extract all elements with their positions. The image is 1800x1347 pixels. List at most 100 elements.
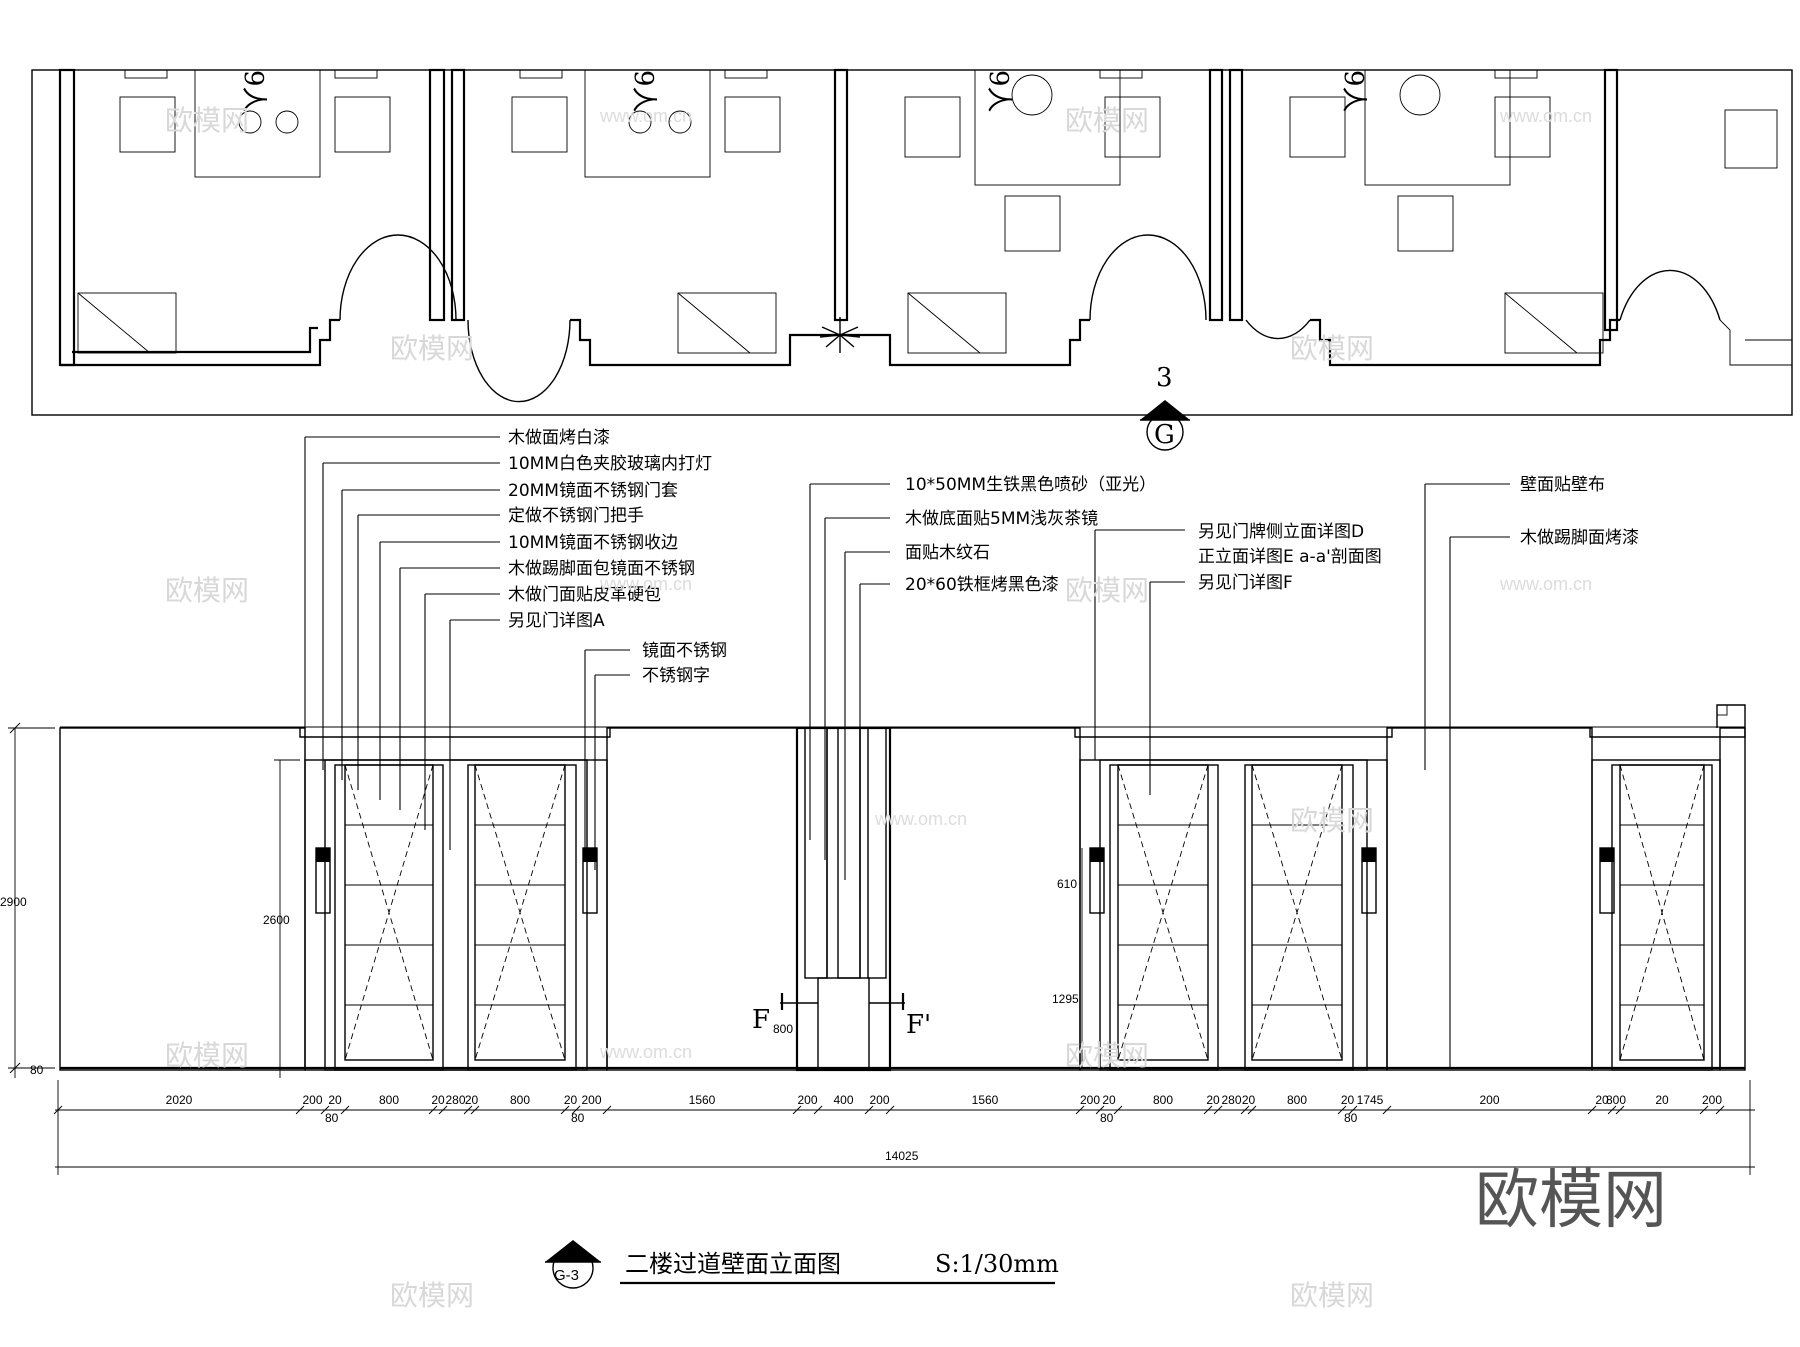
dim-tick [792,1105,802,1115]
dim-tick [428,1105,438,1115]
dim-tick [295,1105,305,1115]
annotations-center: 10*50MM生铁黑色喷砂（亚光） 木做底面贴5MM浅灰茶镜 面贴木纹石 20*… [905,475,1156,595]
annotation: 面贴木纹石 [905,543,990,563]
dim-skirting: 80 [30,1063,44,1077]
annotation: 木做面烤白漆 [508,428,610,448]
watermark-logo: 欧模网 [165,104,249,137]
dim-value: 200 [797,1093,817,1107]
dim-value: 20 [1206,1093,1220,1107]
watermark-url: www.om.cn [599,1042,692,1062]
floor-plan: 9人 9人 9人 9人 3 G [31,68,1793,451]
dim-tick [1715,1105,1725,1115]
watermark-logo: 欧模网 [1065,104,1149,137]
dim-tick [1247,1105,1257,1115]
dim-tick [1240,1105,1250,1115]
annotation: 壁面贴壁布 [1520,475,1605,495]
annotation: 木做踢脚面烤漆 [1520,528,1639,548]
watermark-logo: 欧模网 [1290,1279,1374,1312]
annotation: 另见门牌侧立面详图D [1198,522,1364,542]
dim-value: 20 [564,1093,578,1107]
dim-value: 800 [1153,1093,1173,1107]
watermark-logo: 欧模网 [390,1279,474,1312]
dim-80: 80 [1344,1111,1358,1125]
dim-tick [53,1105,63,1115]
annotations-left: 木做面烤白漆 10MM白色夹胶玻璃内打灯 20MM镜面不锈钢门套 定做不锈钢门把… [508,428,727,686]
title-text: 二楼过道壁面立面图 [625,1250,841,1278]
annotation: 镜面不锈钢 [642,641,727,661]
wall-panel [1719,727,1746,1071]
plan-outline [31,69,1793,416]
dim-tick [1203,1105,1213,1115]
watermark-url: www.om.cn [874,809,967,829]
room-tags: 9人 9人 9人 9人 [238,70,1368,113]
dim-tick [1699,1105,1709,1115]
watermark-logo: 欧模网 [1065,1039,1149,1072]
dim-value: 20 [1341,1093,1355,1107]
door-group-far-right [1591,759,1721,1071]
dim-tick [1382,1105,1392,1115]
annotation: 另见门详图F [1198,573,1293,593]
watermark-logo: 欧模网 [1290,804,1374,837]
dim-tick [1587,1105,1597,1115]
dim-tick [571,1105,581,1115]
section-letter: G [1154,420,1175,450]
watermark-url: www.om.cn [599,106,692,126]
dim-tick [1095,1105,1105,1115]
watermark-url: www.om.cn [599,574,692,594]
dim-tick [320,1105,330,1115]
title-scale: S:1/30mm [935,1250,1059,1278]
dim-tick [864,1105,874,1115]
dim-value: 200 [869,1093,889,1107]
plant-icon [819,317,861,353]
annotation: 定做不锈钢门把手 [508,506,644,526]
dim-value: 200 [1479,1093,1499,1107]
dim-value: 280 [445,1093,465,1107]
dim-tick [1113,1105,1123,1115]
dim-value: 800 [510,1093,530,1107]
annotation: 木做底面贴5MM浅灰茶镜 [905,509,1098,529]
section-number: 3 [1156,363,1173,393]
dim-value: 200 [302,1093,322,1107]
dim-80: 80 [571,1111,585,1125]
dim-column-base: 800 [773,1022,793,1036]
door-swings [339,234,1721,403]
dim-value: 20 [1595,1093,1609,1107]
dim-value: 20 [328,1093,342,1107]
dim-door-height: 2600 [263,913,290,927]
dim-value: 200 [1702,1093,1722,1107]
watermark-url: www.om.cn [1499,106,1592,126]
annotation: 木做踢脚面包镜面不锈钢 [508,559,695,579]
dim-sign-offset: 1295 [1052,992,1079,1006]
dim-value: 20 [1242,1093,1256,1107]
annotation: 10MM白色夹胶玻璃内打灯 [508,454,712,474]
watermark-url: www.om.cn [1499,574,1592,594]
section-mark-right: F' [906,1010,931,1040]
dim-80: 80 [1100,1111,1114,1125]
dim-sign-height: 610 [1057,877,1077,891]
room-tag: 9人 [238,70,268,113]
dim-value: 800 [1606,1093,1626,1107]
dim-value: 800 [379,1093,399,1107]
dim-tick [1337,1105,1347,1115]
annotation: 正立面详图E a-a'剖面图 [1198,547,1382,567]
dim-tick [560,1105,570,1115]
dim-value: 20 [465,1093,479,1107]
dim-tick [1213,1105,1223,1115]
stone-base [817,977,870,1071]
dim-tick [340,1105,350,1115]
section-marker: 3 G [1140,363,1190,451]
brand-logo: 欧模网 [1475,1164,1667,1238]
dim-value: 200 [581,1093,601,1107]
title-tag: G-3 [554,1267,579,1284]
annotation-leaders [304,436,1510,1068]
wall-panel [59,727,306,1071]
dim-tick [1607,1105,1617,1115]
watermark-logo: 欧模网 [1065,574,1149,607]
annotation: 不锈钢字 [642,666,710,686]
wall-elevation: F F' [59,704,1746,1072]
dim-tick [885,1105,895,1115]
dim-tick [813,1105,823,1115]
dim-total-length: 14025 [885,1149,919,1163]
vertical-dimensions: 2900 80 2600 610 1295 800 [0,722,1083,1078]
